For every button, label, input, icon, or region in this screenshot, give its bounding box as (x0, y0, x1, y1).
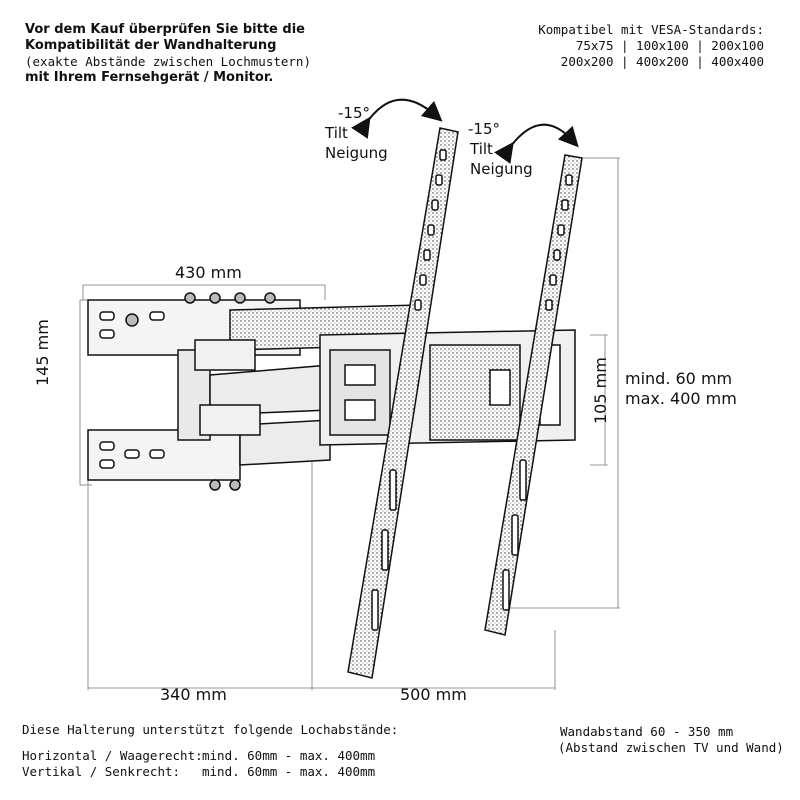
footer-intro: Diese Halterung unterstützt folgende Loc… (22, 722, 399, 737)
footer-h-value: mind. 60mm - max. 400mm (202, 748, 376, 763)
tilt-left-label-de: Neigung (325, 144, 388, 162)
tilt-left-arrow (351, 98, 443, 139)
wall-distance-note: (Abstand zwischen TV und Wand) (558, 740, 784, 755)
vesa-title: Kompatibel mit VESA-Standards: (538, 22, 764, 37)
header-line-1: Vor dem Kauf überprüfen Sie bitte die (25, 22, 305, 37)
vesa-list-2: 200x200 | 400x200 | 400x400 (560, 54, 764, 69)
dim-width-top: 430 mm (175, 263, 242, 282)
header-line-3: (exakte Abstände zwischen Lochmustern) (25, 54, 311, 69)
tilt-left-label: Tilt (325, 124, 348, 142)
tilt-right-arrow (494, 123, 579, 164)
tilt-right-angle: -15° (468, 120, 500, 138)
footer-h-label: Horizontal / Waagerecht: (22, 748, 203, 763)
header-line-2: Kompatibilität der Wandhalterung (25, 38, 277, 53)
tv-plate (319, 329, 576, 446)
vesa-list-1: 75x75 | 100x100 | 200x100 (575, 38, 764, 53)
tilt-right-label-de: Neigung (470, 160, 533, 178)
wall-distance: Wandabstand 60 - 350 mm (560, 724, 734, 739)
footer-v-value: mind. 60mm - max. 400mm (202, 764, 376, 779)
vesa-bar-left (347, 127, 459, 679)
footer-v-label: Vertikal / Senkrecht: (22, 764, 181, 779)
dim-max-vesa: max. 400 mm (625, 389, 737, 408)
dim-height-left: 145 mm (33, 319, 52, 386)
dim-height-right: 105 mm (591, 357, 610, 424)
dim-depth-bottom: 340 mm (160, 685, 227, 704)
tilt-right-label: Tilt (470, 140, 493, 158)
vesa-bar-right (484, 154, 583, 636)
mount-arms (194, 304, 421, 466)
dim-min-vesa: mind. 60 mm (625, 369, 733, 388)
dim-width-bottom: 500 mm (400, 685, 467, 704)
header-line-4: mit Ihrem Fernsehgerät / Monitor. (25, 70, 274, 85)
